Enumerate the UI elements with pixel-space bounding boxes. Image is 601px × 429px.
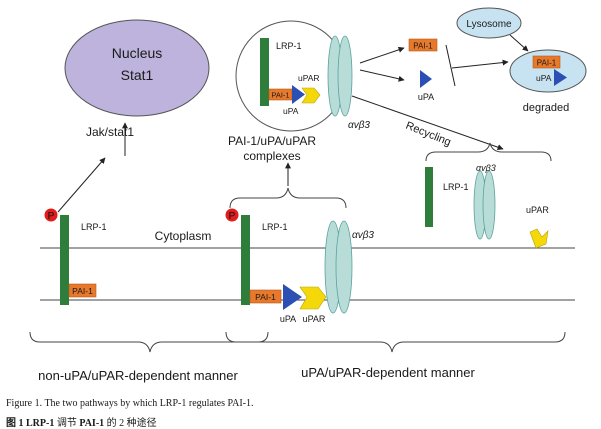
degraded-pai1-label: PAI-1 [537,59,557,68]
lysosome: Lysosome [456,7,522,39]
arrow-to-free-pai1 [359,46,405,64]
arrow-lysosome-to-degraded [509,34,529,52]
left-phospho-icon [44,208,58,222]
right-manner-brace [225,331,566,353]
complex-caption-line1: PAI-1/uPA/uPAR [228,134,316,148]
caption-zh-end: 的 2 种途径 [106,418,157,429]
upper-middle-brace [229,187,347,209]
lrp1-pathway-diagram: Nucleus Stat1 Jak/stat1 Cytoplasm P LRP-… [29,7,587,383]
recycling-label: Recycling [404,120,453,149]
left-lrp1-receptor: P LRP-1 PAI-1 [44,208,107,305]
complex-upar-label: uPAR [298,73,320,83]
recycled-integrin-right [482,170,496,240]
left-manner-label: non-uPA/uPAR-dependent manner [38,368,238,383]
join-bracket [445,44,456,87]
lysosome-label: Lysosome [466,19,512,30]
caption-zh-bold1: LRP-1 [26,418,55,429]
complex-pai1-label: PAI-1 [271,91,289,100]
complex-upa-triangle [292,85,305,104]
free-upa-label: uPA [418,92,434,102]
bottom-upar-label: uPAR [303,314,326,324]
complex-lrp1-label: LRP-1 [276,41,302,51]
free-pai1-box [408,38,438,52]
degraded-label: degraded [523,102,570,114]
bottom-phospho-icon [225,208,239,222]
left-pai1-box [68,283,97,298]
caption-zh-bold2: PAI-1 [79,418,105,429]
recycled-receptors: LRP-1 αvβ3 uPAR [425,163,549,249]
caption-en-prefix: Figure 1. [6,398,43,409]
degraded-vesicle: PAI-1 uPA [509,49,587,93]
complex-upa-label: uPA [283,106,299,116]
bottom-integrin-right [335,220,353,314]
bottom-pai1-box [249,289,282,304]
arrow-lrp-to-jak [57,157,106,213]
complex-integrin-right [337,35,353,117]
left-lrp1-label: LRP-1 [81,222,107,232]
caption-en-text: The two pathways by which LRP-1 regulate… [44,398,254,409]
recycled-brace [425,142,552,162]
free-upa-triangle [420,70,432,88]
bottom-upar-shape [299,286,327,310]
arrow-join-to-degraded [451,59,509,69]
bottom-integrin-label: αvβ3 [352,230,374,241]
complex-caption-line2: complexes [243,149,300,163]
degraded-upa-triangle [554,69,567,86]
bottom-phospho-label: P [229,211,236,222]
degraded-upa-label: uPA [536,73,552,83]
stat1-label: Stat1 [121,67,154,83]
nucleus-label: Nucleus [112,45,163,61]
bottom-upa-triangle [283,284,302,310]
arrow-recycling [351,95,504,151]
bottom-lrp1-label: LRP-1 [262,222,288,232]
complex-upar-shape [301,87,321,104]
caption-english: Figure 1. The two pathways by which LRP-… [6,398,253,409]
nucleus: Nucleus Stat1 [64,19,210,117]
bottom-complex: P LRP-1 PAI-1 uPA uPAR αvβ3 [225,208,374,324]
recycled-lrp1-label: LRP-1 [443,182,469,192]
arrow-to-free-upa [359,69,405,82]
recycled-upar-shape [529,228,549,249]
complex-integrin-label: αvβ3 [348,120,370,131]
caption-zh-mid: 调节 [56,418,77,429]
left-pai1-label: PAI-1 [72,286,93,296]
bottom-pai1-label: PAI-1 [255,292,276,302]
recycled-integrin-label: αvβ3 [476,163,496,173]
jak-stat1-label: Jak/stat1 [86,125,134,139]
degraded-pai1-box [532,55,561,69]
right-manner-label: uPA/uPAR-dependent manner [301,365,475,380]
caption-zh-prefix: 图 1 [6,418,24,429]
left-manner-brace [29,331,269,353]
bottom-upa-label: uPA [280,314,296,324]
cytoplasm-label: Cytoplasm [155,229,212,243]
left-phospho-label: P [48,211,55,222]
caption-chinese: 图 1 LRP-1 调节 PAI-1 的 2 种途径 [6,414,157,429]
free-pai1-label: PAI-1 [413,42,433,51]
recycled-upar-label: uPAR [526,205,549,215]
complex-circle: LRP-1 PAI-1 uPAR uPA [235,20,347,132]
